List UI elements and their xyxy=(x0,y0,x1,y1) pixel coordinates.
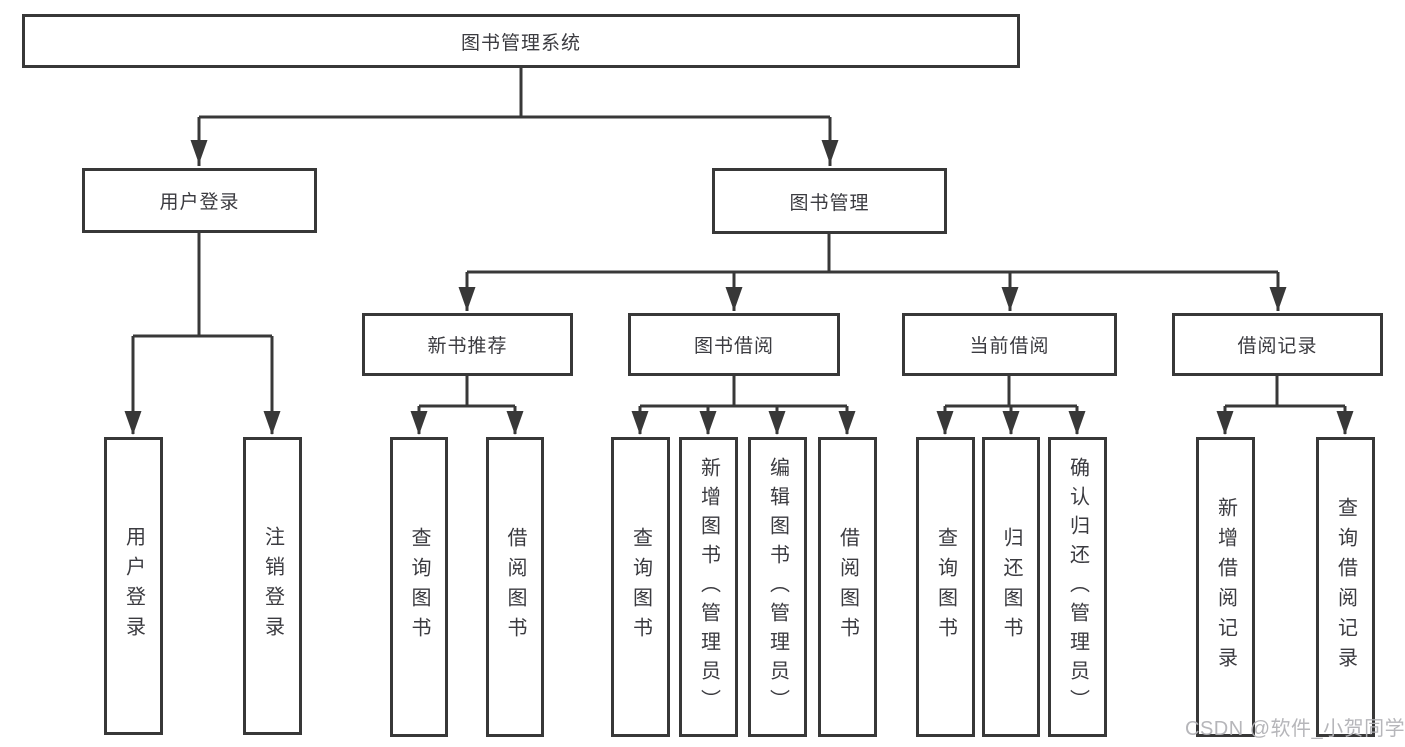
leaf-query-books-borrowing: 查询图书 xyxy=(611,437,670,737)
leaf-edit-book-admin: 编辑图书（管理员） xyxy=(748,437,807,737)
leaf-query-books-current: 查询图书 xyxy=(916,437,975,737)
leaf-logout-label: 注销登录 xyxy=(261,526,284,646)
leaf-borrow-books-recommend: 借阅图书 xyxy=(486,437,544,737)
node-new-book-recommendation-label: 新书推荐 xyxy=(427,336,508,357)
leaf-user-login: 用户登录 xyxy=(104,437,163,735)
leaf-add-book-admin-label: 新增图书（管理员） xyxy=(697,456,720,718)
leaf-confirm-return-admin-label: 确认归还（管理员） xyxy=(1066,456,1089,718)
leaf-add-borrow-record: 新增借阅记录 xyxy=(1196,437,1255,737)
node-book-borrowing-label: 图书借阅 xyxy=(693,336,774,357)
leaf-logout: 注销登录 xyxy=(243,437,302,735)
node-book-management-label: 图书管理 xyxy=(789,192,870,214)
leaf-return-book: 归还图书 xyxy=(982,437,1040,737)
csdn-watermark: CSDN @软件_小贺同学 xyxy=(1185,718,1405,740)
node-current-borrowing-label: 当前借阅 xyxy=(969,336,1050,357)
leaf-add-borrow-record-label: 新增借阅记录 xyxy=(1214,497,1237,677)
node-borrowing-records-label: 借阅记录 xyxy=(1237,336,1318,357)
leaf-query-books-current-label: 查询图书 xyxy=(934,527,957,647)
node-new-book-recommendation: 新书推荐 xyxy=(362,313,573,376)
node-user-login: 用户登录 xyxy=(82,168,317,233)
node-user-login-label: 用户登录 xyxy=(159,192,240,213)
arrowhead-icons xyxy=(124,140,1354,435)
leaf-confirm-return-admin: 确认归还（管理员） xyxy=(1048,437,1107,737)
leaf-query-books-borrowing-label: 查询图书 xyxy=(629,527,652,647)
leaf-user-login-label: 用户登录 xyxy=(122,526,145,646)
node-library-management-system-label: 图书管理系统 xyxy=(460,32,581,54)
leaf-query-books-recommend-label: 查询图书 xyxy=(408,527,430,647)
leaf-return-book-label: 归还图书 xyxy=(1000,527,1022,647)
node-current-borrowing: 当前借阅 xyxy=(902,313,1117,376)
leaf-add-book-admin: 新增图书（管理员） xyxy=(679,437,738,737)
leaf-borrow-books-borrowing: 借阅图书 xyxy=(818,437,877,737)
node-library-management-system: 图书管理系统 xyxy=(22,14,1020,68)
leaf-borrow-books-recommend-label: 借阅图书 xyxy=(504,527,526,647)
leaf-edit-book-admin-label: 编辑图书（管理员） xyxy=(766,456,789,718)
leaf-query-books-recommend: 查询图书 xyxy=(390,437,448,737)
node-book-management: 图书管理 xyxy=(712,168,947,234)
leaf-borrow-books-borrowing-label: 借阅图书 xyxy=(836,527,859,647)
node-borrowing-records: 借阅记录 xyxy=(1172,313,1383,376)
leaf-query-borrow-record-label: 查询借阅记录 xyxy=(1334,497,1357,677)
leaf-query-borrow-record: 查询借阅记录 xyxy=(1316,437,1375,737)
node-book-borrowing: 图书借阅 xyxy=(628,313,840,376)
